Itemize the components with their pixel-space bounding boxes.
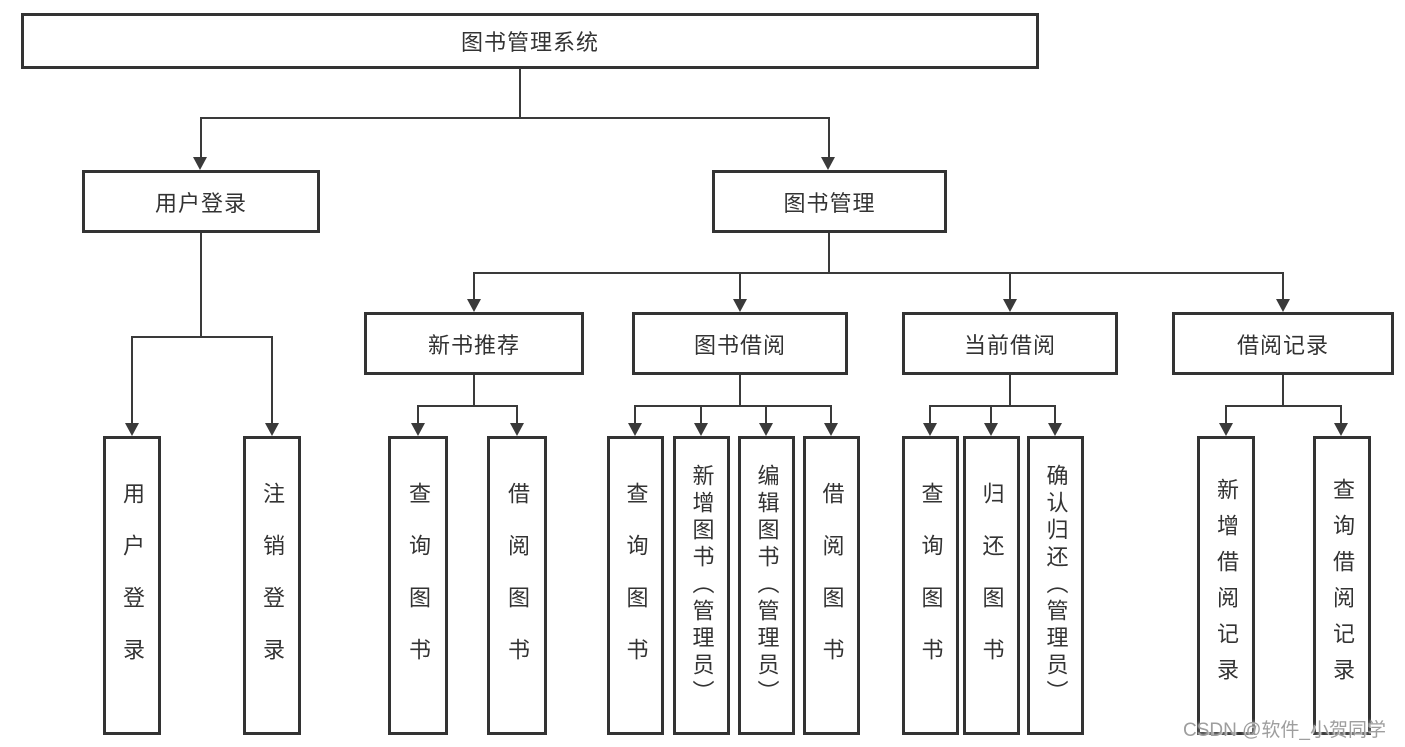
connector-line bbox=[200, 117, 202, 157]
leaf-cb-query-book: 查询图书 bbox=[902, 436, 959, 735]
leaf-logout: 注销登录 bbox=[243, 436, 301, 735]
arrow-down-icon bbox=[821, 157, 835, 170]
connector-line bbox=[1054, 405, 1056, 423]
arrow-down-icon bbox=[694, 423, 708, 436]
leaf-label: 确认归还（管理员） bbox=[1043, 464, 1069, 707]
arrow-down-icon bbox=[628, 423, 642, 436]
arrow-down-icon bbox=[1334, 423, 1348, 436]
connector-line bbox=[700, 405, 702, 423]
leaf-label: 查询借阅记录 bbox=[1330, 477, 1355, 694]
connector-line bbox=[1340, 405, 1342, 423]
connector-line bbox=[271, 336, 273, 423]
arrow-down-icon bbox=[411, 423, 425, 436]
arrow-down-icon bbox=[510, 423, 524, 436]
connector-line bbox=[739, 272, 741, 299]
connector-line bbox=[1282, 272, 1284, 299]
connector-line bbox=[473, 272, 475, 299]
connector-line bbox=[1009, 272, 1011, 299]
connector-line bbox=[473, 272, 1284, 274]
connector-line bbox=[519, 68, 521, 119]
leaf-bb-borrow-book: 借阅图书 bbox=[803, 436, 860, 735]
leaf-rec-query-book: 查询图书 bbox=[388, 436, 448, 735]
node-library-management-system: 图书管理系统 bbox=[21, 13, 1039, 69]
leaf-label: 查询图书 bbox=[406, 481, 431, 690]
leaf-bb-edit-book-admin: 编辑图书（管理员） bbox=[738, 436, 795, 735]
arrow-down-icon bbox=[1048, 423, 1062, 436]
leaf-bb-query-book: 查询图书 bbox=[607, 436, 664, 735]
leaf-cb-confirm-return-admin: 确认归还（管理员） bbox=[1027, 436, 1084, 735]
leaf-label: 注销登录 bbox=[260, 481, 285, 690]
connector-line bbox=[516, 405, 518, 423]
watermark-text: CSDN @软件_小贺同学 bbox=[1183, 720, 1386, 741]
connector-line bbox=[765, 405, 767, 423]
leaf-label: 查询图书 bbox=[623, 481, 649, 690]
leaf-cb-return-book: 归还图书 bbox=[963, 436, 1020, 735]
node-book-borrow: 图书借阅 bbox=[632, 312, 848, 375]
leaf-br-query-record: 查询借阅记录 bbox=[1313, 436, 1371, 735]
leaf-label: 编辑图书（管理员） bbox=[754, 464, 780, 707]
node-new-book-recommend: 新书推荐 bbox=[364, 312, 584, 375]
connector-line bbox=[634, 405, 636, 423]
connector-line bbox=[417, 405, 518, 407]
connector-line bbox=[929, 405, 931, 423]
leaf-label: 归还图书 bbox=[979, 481, 1005, 690]
leaf-user-login: 用户登录 bbox=[103, 436, 161, 735]
arrow-down-icon bbox=[265, 423, 279, 436]
leaf-bb-add-book-admin: 新增图书（管理员） bbox=[673, 436, 730, 735]
leaf-label: 借阅图书 bbox=[505, 481, 530, 690]
leaf-rec-borrow-book: 借阅图书 bbox=[487, 436, 547, 735]
connector-line bbox=[828, 117, 830, 157]
connector-line bbox=[828, 233, 830, 274]
connector-line bbox=[1225, 405, 1342, 407]
leaf-label: 新增借阅记录 bbox=[1214, 477, 1239, 694]
arrow-down-icon bbox=[824, 423, 838, 436]
leaf-label: 用户登录 bbox=[120, 481, 145, 690]
leaf-br-add-record: 新增借阅记录 bbox=[1197, 436, 1255, 735]
leaf-label: 新增图书（管理员） bbox=[689, 464, 715, 707]
connector-line bbox=[417, 405, 419, 423]
arrow-down-icon bbox=[733, 299, 747, 312]
connector-line bbox=[929, 405, 1056, 407]
connector-line bbox=[634, 405, 832, 407]
node-borrow-records: 借阅记录 bbox=[1172, 312, 1394, 375]
leaf-label: 借阅图书 bbox=[819, 481, 845, 690]
connector-line bbox=[200, 233, 202, 338]
connector-line bbox=[1225, 405, 1227, 423]
arrow-down-icon bbox=[1219, 423, 1233, 436]
connector-line bbox=[131, 336, 273, 338]
arrow-down-icon bbox=[467, 299, 481, 312]
connector-line bbox=[1282, 375, 1284, 407]
arrow-down-icon bbox=[923, 423, 937, 436]
arrow-down-icon bbox=[759, 423, 773, 436]
node-user-login: 用户登录 bbox=[82, 170, 320, 233]
connector-line bbox=[473, 375, 475, 407]
arrow-down-icon bbox=[125, 423, 139, 436]
arrow-down-icon bbox=[1003, 299, 1017, 312]
arrow-down-icon bbox=[1276, 299, 1290, 312]
arrow-down-icon bbox=[984, 423, 998, 436]
connector-line bbox=[200, 117, 830, 119]
connector-line bbox=[830, 405, 832, 423]
connector-line bbox=[990, 405, 992, 423]
connector-line bbox=[739, 375, 741, 407]
connector-line bbox=[1009, 375, 1011, 407]
arrow-down-icon bbox=[193, 157, 207, 170]
node-current-borrow: 当前借阅 bbox=[902, 312, 1118, 375]
leaf-label: 查询图书 bbox=[918, 481, 944, 690]
connector-line bbox=[131, 336, 133, 423]
node-book-management: 图书管理 bbox=[712, 170, 947, 233]
